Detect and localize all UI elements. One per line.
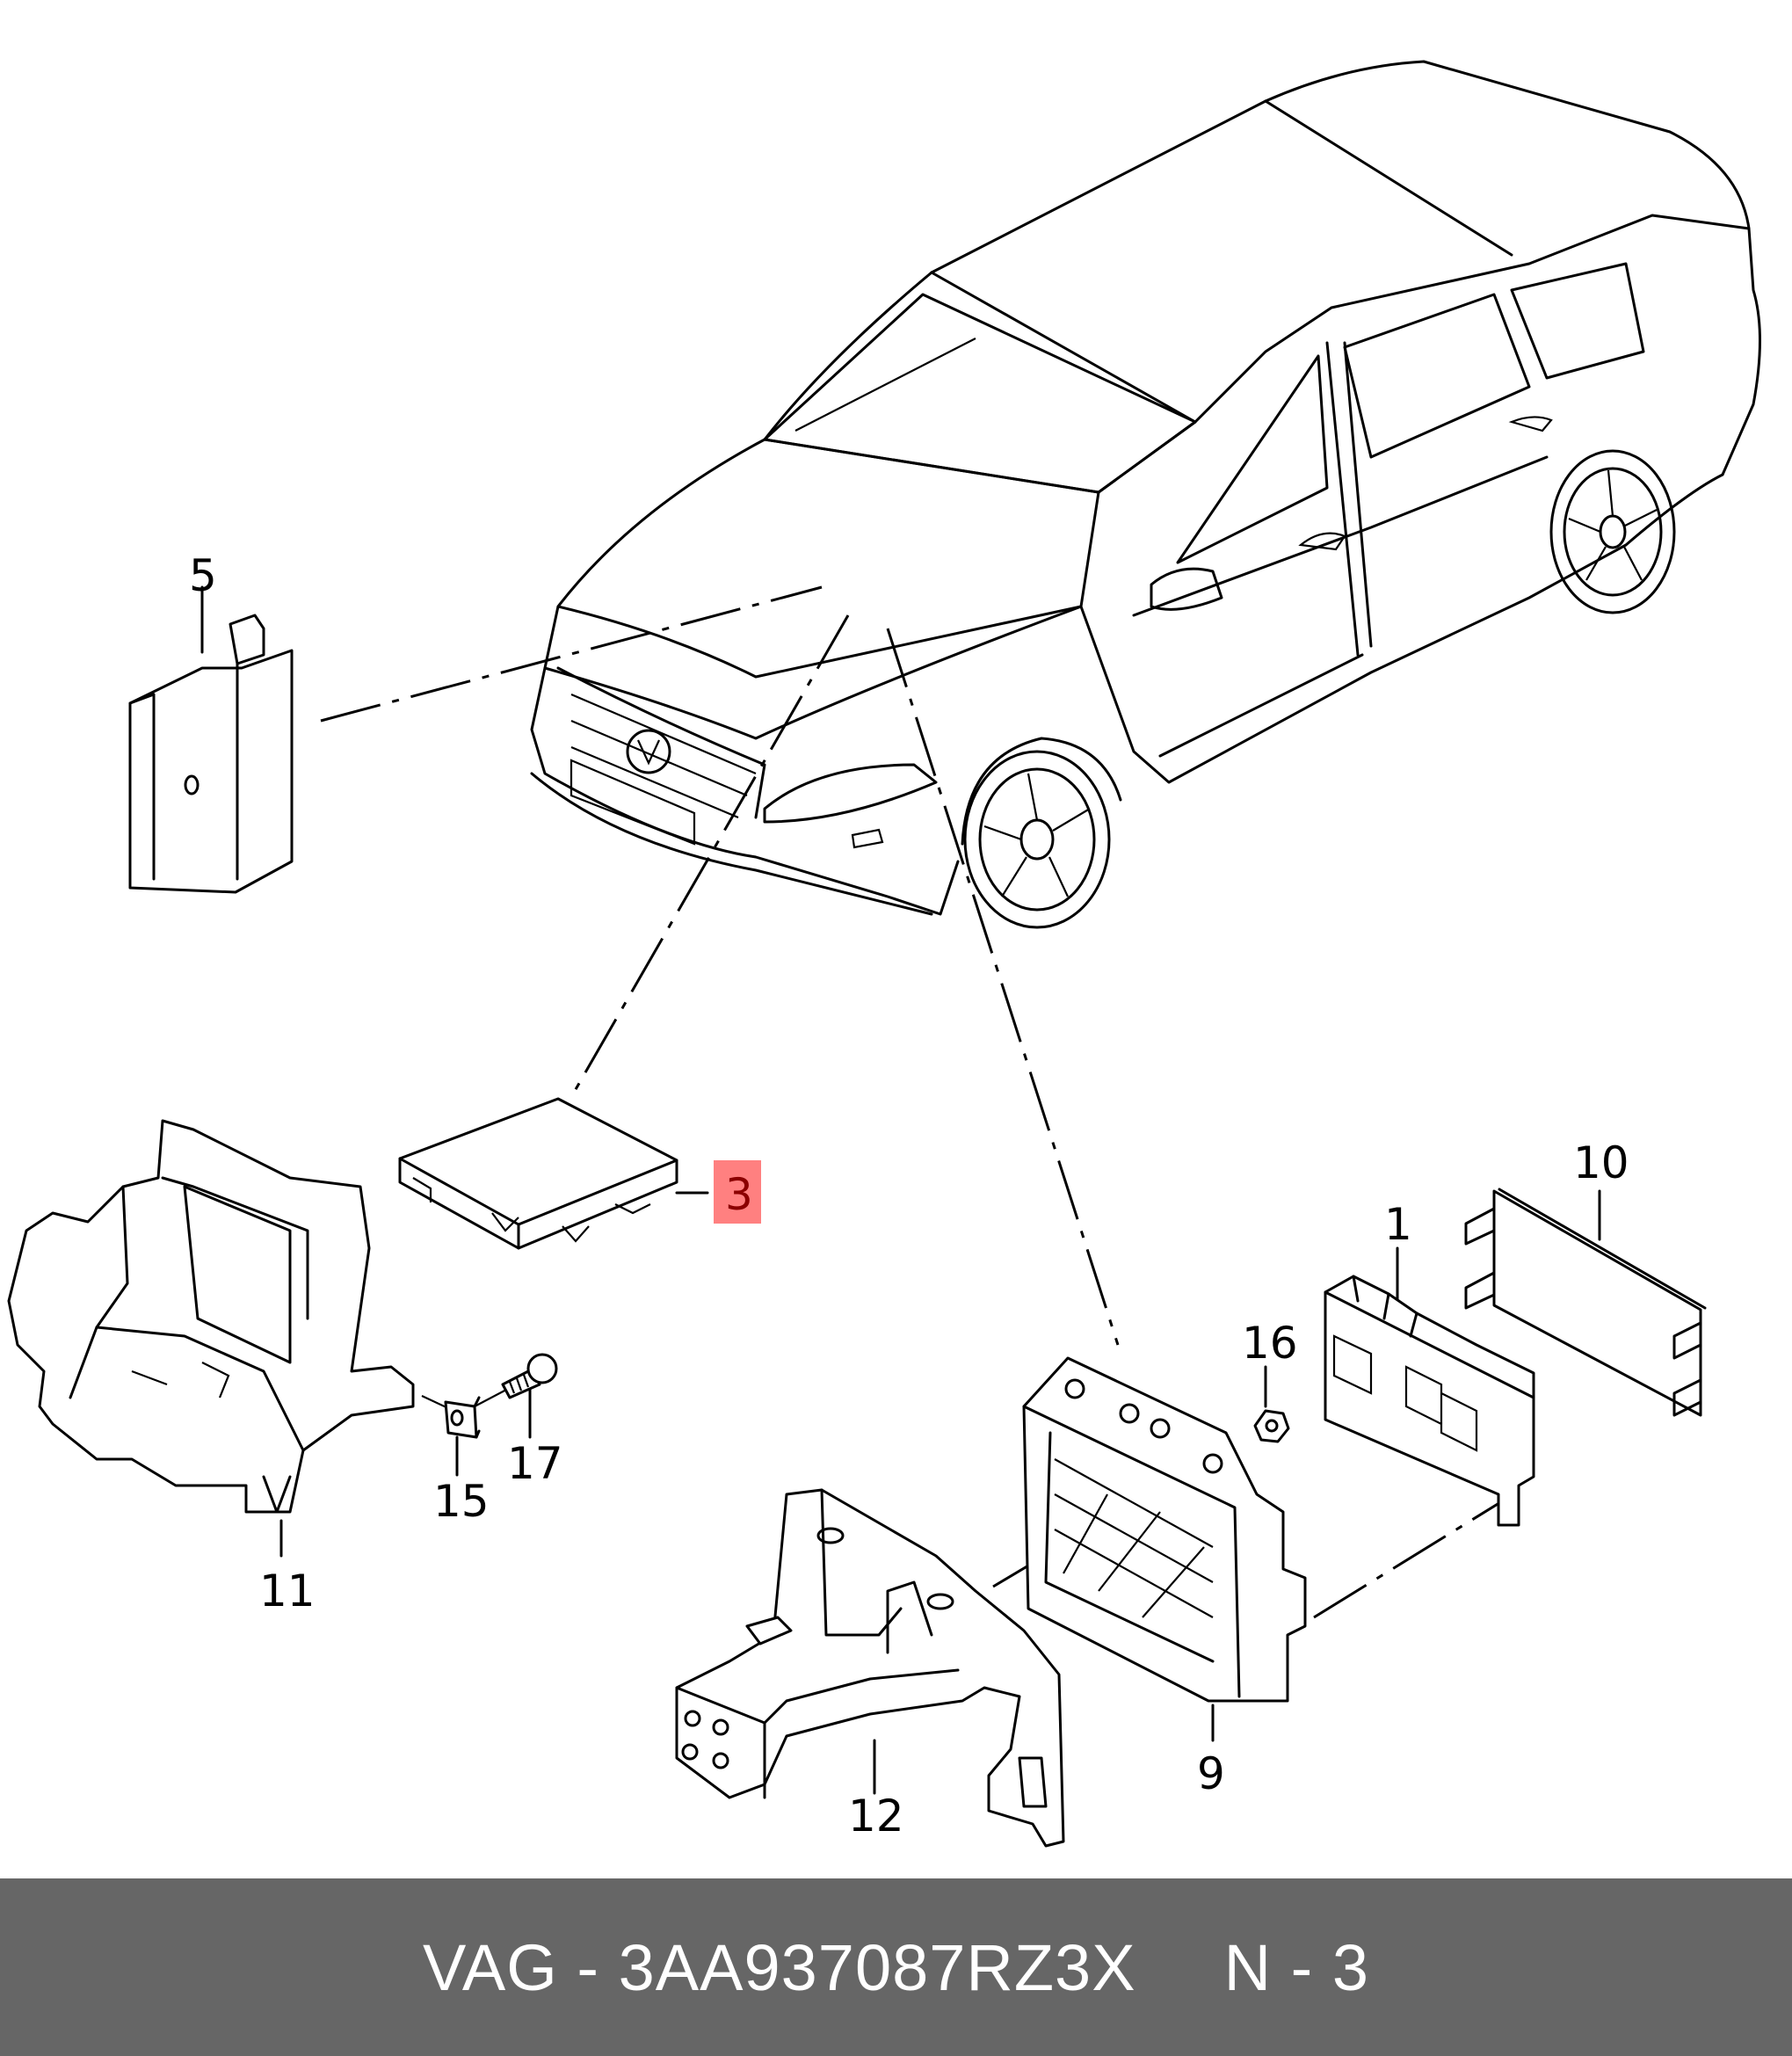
part-12-support-bracket bbox=[675, 1488, 1065, 1848]
part-3-control-unit bbox=[398, 1097, 709, 1250]
callout-1: 1 bbox=[1384, 1199, 1412, 1250]
position-prefix: N bbox=[1223, 1930, 1273, 2004]
callout-9: 9 bbox=[1197, 1748, 1225, 1799]
car-illustration bbox=[530, 60, 1761, 929]
part-10-cover-plate bbox=[1464, 1188, 1707, 1417]
part-17-bolt bbox=[501, 1353, 558, 1439]
part-9-mounting-frame bbox=[1022, 1356, 1307, 1742]
part-1-body-control-module bbox=[1324, 1246, 1535, 1527]
callout-labels: 5 3 10 1 16 17 15 11 9 12 bbox=[189, 550, 1629, 1842]
callout-11: 11 bbox=[259, 1566, 316, 1616]
separator: - bbox=[577, 1930, 600, 2004]
callout-12: 12 bbox=[848, 1791, 904, 1842]
callout-17: 17 bbox=[507, 1438, 563, 1489]
part-number-footer: VAG - 3AA937087RZ3X N - 3 bbox=[0, 1878, 1792, 2056]
callout-5: 5 bbox=[189, 550, 217, 601]
position-number: 3 bbox=[1331, 1930, 1369, 2004]
part-11-mounting-tray bbox=[7, 1119, 415, 1558]
part-number: 3AA937087RZ3X bbox=[618, 1930, 1136, 2004]
parts-diagram: 5 3 10 1 16 17 15 11 9 12 bbox=[7, 60, 1761, 1848]
part-16-nut bbox=[1253, 1365, 1290, 1443]
brand-label: VAG bbox=[423, 1930, 558, 2004]
callout-16: 16 bbox=[1242, 1318, 1298, 1369]
rear-wheel bbox=[1549, 449, 1676, 614]
callout-3: 3 bbox=[725, 1169, 753, 1220]
front-wheel bbox=[961, 737, 1122, 929]
callout-15: 15 bbox=[433, 1476, 490, 1527]
callout-10: 10 bbox=[1573, 1137, 1629, 1188]
leader-lines bbox=[320, 585, 1514, 1619]
footer-text: VAG - 3AA937087RZ3X N - 3 bbox=[423, 1930, 1369, 2005]
part-15-clip-nut bbox=[444, 1396, 481, 1477]
separator: - bbox=[1290, 1930, 1314, 2004]
callout-3-highlight bbox=[714, 1160, 761, 1224]
part-5-control-module bbox=[128, 585, 294, 894]
